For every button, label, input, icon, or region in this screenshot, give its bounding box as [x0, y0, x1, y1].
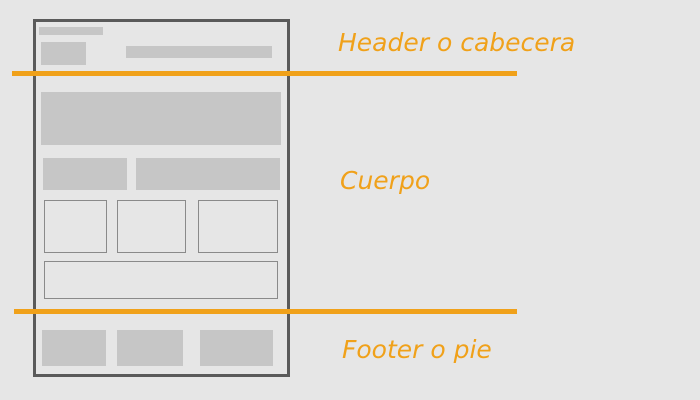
header-divider-line [12, 71, 517, 76]
header-top-bar-placeholder [39, 27, 103, 35]
header-logo-placeholder [41, 42, 86, 65]
hero-banner-placeholder [41, 92, 281, 145]
footer-label: Footer o pie [342, 335, 492, 364]
content-card-3 [198, 200, 278, 253]
content-wide-box [44, 261, 278, 299]
footer-block-2-placeholder [117, 330, 183, 366]
body-subheading-right-placeholder [136, 158, 280, 190]
content-card-1 [44, 200, 107, 253]
content-card-2 [117, 200, 186, 253]
footer-block-1-placeholder [42, 330, 106, 366]
body-subheading-left-placeholder [43, 158, 127, 190]
header-nav-placeholder [126, 46, 272, 58]
footer-divider-line [14, 309, 517, 314]
footer-block-3-placeholder [200, 330, 273, 366]
header-label: Header o cabecera [338, 28, 576, 57]
page-wireframe [33, 19, 290, 377]
body-label: Cuerpo [340, 166, 431, 195]
